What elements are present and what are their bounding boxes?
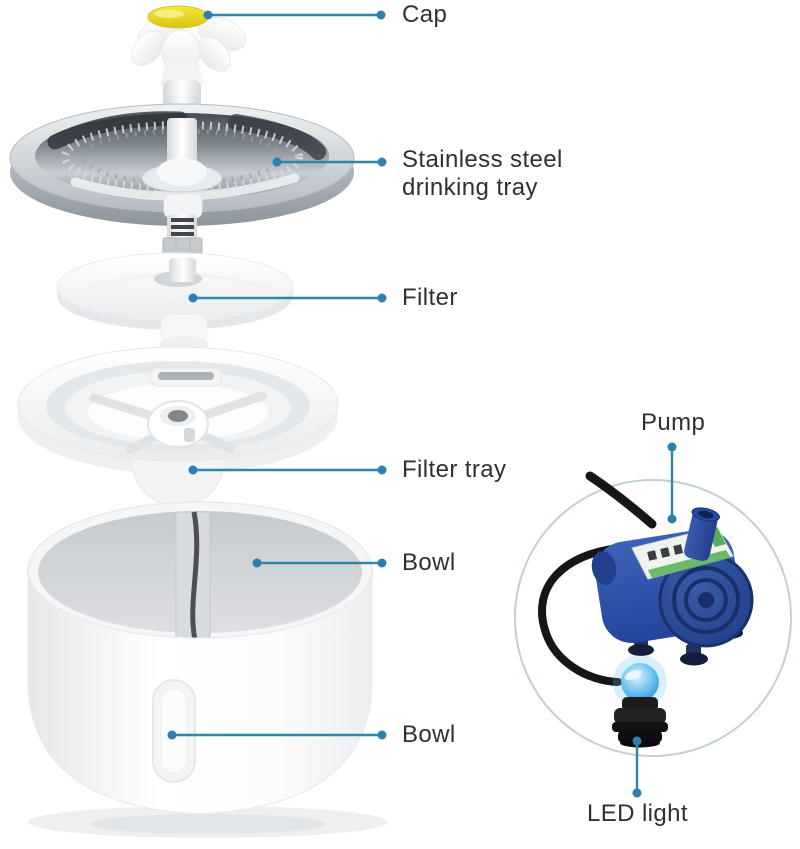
filter-part <box>56 193 294 352</box>
callout-dots <box>167 10 677 798</box>
drinking-tray-part <box>9 95 355 226</box>
callout-lines <box>172 13 674 793</box>
pump-part <box>591 507 754 666</box>
label-drinking-tray: Stainless steel drinking tray <box>402 146 563 201</box>
led-cable <box>538 544 624 686</box>
label-cap: Cap <box>402 1 448 28</box>
label-filter-tray: Filter tray <box>402 456 507 483</box>
pump-spout <box>684 507 720 561</box>
filter-tray-part <box>17 346 339 508</box>
label-filter: Filter <box>402 284 458 311</box>
label-bowl-upper: Bowl <box>402 549 456 576</box>
label-led-light: LED light <box>587 800 688 827</box>
pump-cable-in-bowl <box>190 511 200 645</box>
bowl-part <box>27 501 388 838</box>
label-bowl-lower: Bowl <box>402 721 456 748</box>
pump-inset <box>514 471 792 757</box>
label-pump: Pump <box>641 409 706 436</box>
power-cable <box>585 471 657 529</box>
led-light-part <box>612 655 668 748</box>
